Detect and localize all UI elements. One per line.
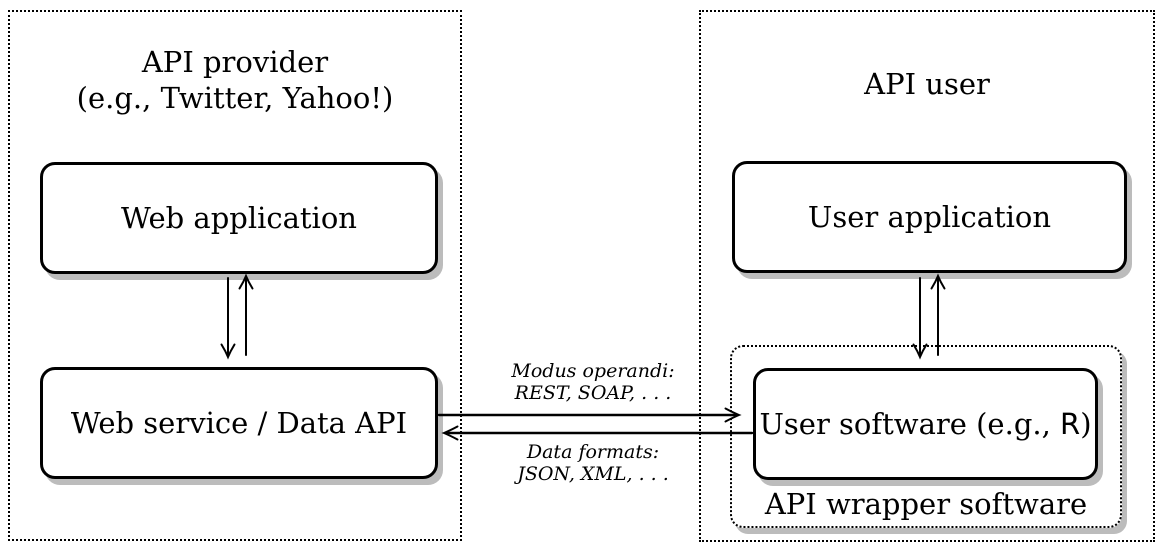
web-application-label: Web application [121,201,357,235]
modus-operandi-line2: REST, SOAP, . . . [514,382,672,404]
api-user-container [699,10,1155,542]
modus-operandi-line1: Modus operandi: [511,360,675,382]
user-application-box: User application [732,161,1127,273]
r-language-glyph: R [1060,407,1081,441]
user-application-label: User application [807,200,1052,234]
api-wrapper-label: API wrapper software [764,487,1088,521]
api-provider-title-line1: API provider [141,45,329,79]
user-software-label: User software (e.g., R) [759,407,1092,441]
user-software-box: User software (e.g., R) [753,368,1098,480]
api-user-title-line1: API user [864,67,990,101]
api-provider-title-line2: (e.g., Twitter, Yahoo!) [76,81,394,115]
data-formats-line1: Data formats: [526,441,660,463]
data-formats-label: Data formats: JSON, XML, . . . [468,441,718,485]
web-application-box: Web application [40,162,438,274]
modus-operandi-label: Modus operandi: REST, SOAP, . . . [468,360,718,404]
api-user-title: API user [699,66,1155,102]
web-service-label: Web service / Data API [70,406,408,440]
api-provider-title: API provider (e.g., Twitter, Yahoo!) [8,44,462,116]
arrow-provider-to-user [437,407,742,423]
data-formats-line2: JSON, XML, . . . [517,463,669,485]
api-provider-container [8,10,462,541]
web-service-box: Web service / Data API [40,367,438,479]
